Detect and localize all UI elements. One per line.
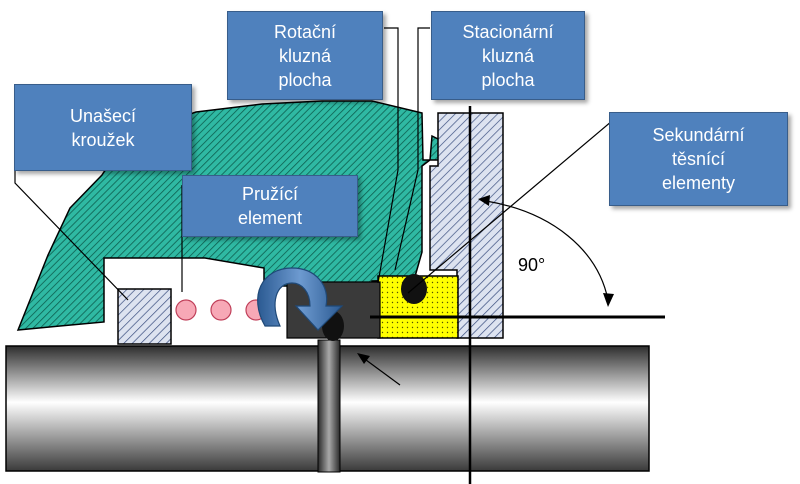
angle-arc [485, 200, 609, 301]
stationary-seat [429, 112, 504, 339]
callout-secondary-seals: Sekundární těsnící elementy [609, 112, 788, 206]
spring-coil [210, 299, 232, 321]
pointer-arrowhead [357, 353, 370, 364]
spring-coil [175, 299, 197, 321]
callout-stationary-face: Stacionární kluzná plocha [431, 11, 585, 100]
callout-spring-element: Pružící element [182, 175, 358, 237]
arc-arrowhead [478, 195, 490, 206]
o-ring [401, 274, 427, 304]
callout-rotating-face: Rotační kluzná plocha [227, 11, 383, 100]
rotation-arrow [257, 267, 344, 331]
callout-drive-ring: Unašecí kroužek [14, 84, 192, 171]
arc-arrowhead [603, 293, 614, 307]
shaft-channel [317, 339, 341, 473]
angle-label: 90° [518, 255, 546, 275]
pointer-arrow [361, 356, 401, 386]
